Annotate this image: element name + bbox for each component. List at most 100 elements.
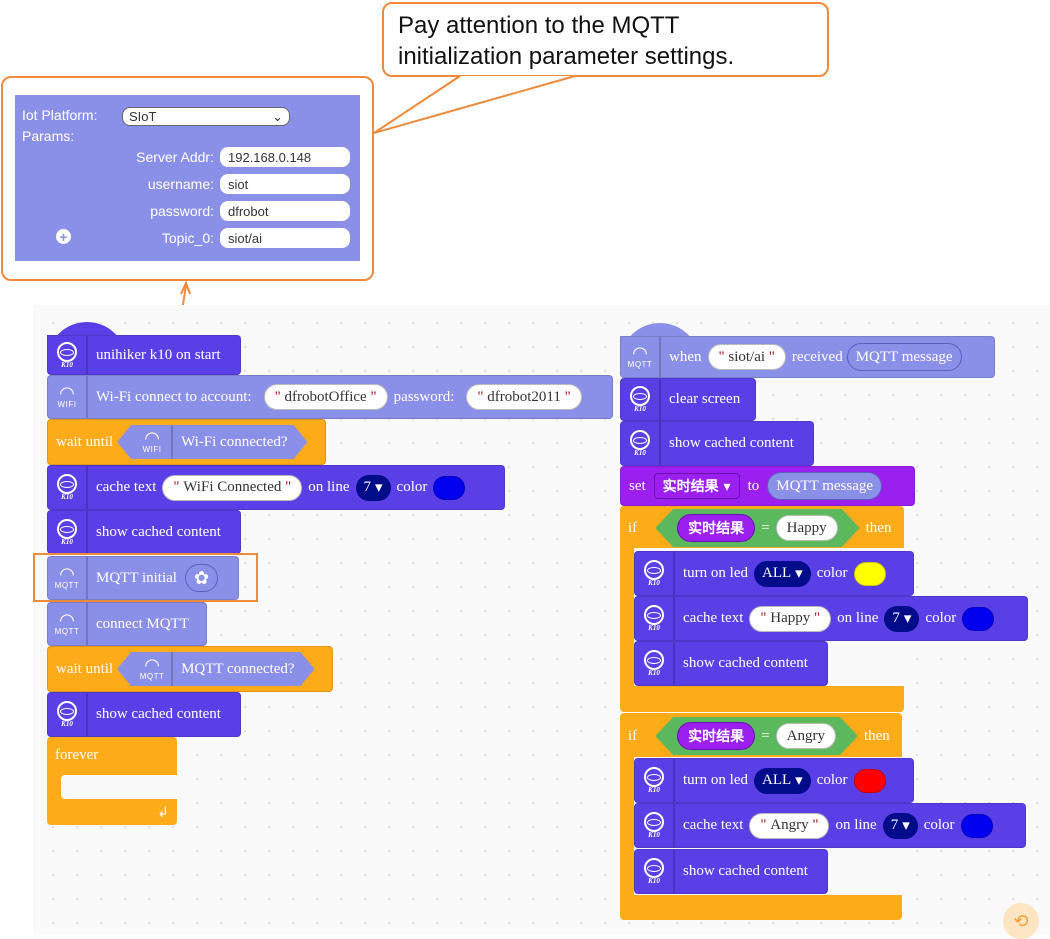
mqtt-initial-highlight <box>33 553 258 602</box>
show-cached-label: show cached content <box>96 706 221 722</box>
mqtt-message-reporter[interactable]: MQTT message <box>767 472 883 500</box>
on-line-label: on line <box>837 610 879 626</box>
server-addr-input[interactable]: 192.168.0.148 <box>220 147 350 167</box>
equals-condition[interactable]: 实时结果 = Happy <box>655 509 859 547</box>
compare-value-input[interactable]: Angry <box>776 723 836 749</box>
turn-on-led-block[interactable]: K10 turn on led ALL▾ color <box>634 551 914 596</box>
k10-icon: K10 <box>635 642 675 685</box>
set-variable-block[interactable]: set 实时结果 ▾ to MQTT message <box>620 466 915 506</box>
equals-condition[interactable]: 实时结果 = Angry <box>655 717 858 755</box>
if-angry-header: if 实时结果 = Angry then <box>620 714 890 758</box>
variable-reporter[interactable]: 实时结果 <box>677 514 755 542</box>
undo-icon: ⟲ <box>1013 910 1029 932</box>
mqtt-received-block[interactable]: ◠MQTT when " siot/ai " received MQTT mes… <box>620 336 995 378</box>
caret-down-icon: ▾ <box>723 479 731 495</box>
mqtt-initial-block[interactable]: ◠MQTT MQTT initial ✿ <box>47 556 239 600</box>
k10-icon: K10 <box>635 850 675 893</box>
platform-select[interactable]: SIoT⌄ <box>122 107 290 126</box>
wifi-connect-label: Wi-Fi connect to account: <box>96 388 252 405</box>
line-dropdown[interactable]: 7▾ <box>882 812 918 839</box>
clear-screen-block[interactable]: K10 clear screen <box>620 378 756 421</box>
cache-text-block[interactable]: K10 cache text " WiFi Connected " on lin… <box>47 465 505 510</box>
cache-text-input[interactable]: " WiFi Connected " <box>162 474 303 501</box>
platform-value: SIoT <box>129 109 157 124</box>
led-color-swatch[interactable] <box>853 561 886 586</box>
cache-text-label: cache text <box>683 610 744 626</box>
k10-icon: K10 <box>621 379 661 420</box>
variable-reporter[interactable]: 实时结果 <box>677 722 755 750</box>
password-input[interactable]: dfrobot <box>220 201 350 221</box>
text-color-swatch[interactable] <box>960 813 993 838</box>
text-color-swatch[interactable] <box>962 606 995 631</box>
cache-text-input[interactable]: " Angry " <box>749 812 830 839</box>
led-dropdown[interactable]: ALL▾ <box>754 767 811 794</box>
callout-text-line1: Pay attention to the MQTT <box>398 12 680 39</box>
wait-until-label: wait until <box>56 660 114 677</box>
if-happy-header: if 实时结果 = Happy then <box>620 506 891 550</box>
caret-down-icon: ▾ <box>902 818 910 834</box>
led-color-swatch[interactable] <box>853 768 886 793</box>
turn-on-led-block[interactable]: K10 turn on led ALL▾ color <box>634 758 914 803</box>
color-label: color <box>925 610 957 626</box>
show-cached-label: show cached content <box>683 655 808 671</box>
led-dropdown[interactable]: ALL▾ <box>754 560 811 587</box>
line-dropdown[interactable]: 7▾ <box>355 474 391 501</box>
plus-circle-icon[interactable]: + <box>56 229 71 244</box>
platform-label: Iot Platform: <box>22 107 98 123</box>
on-start-block[interactable]: K10 unihiker k10 on start <box>47 335 241 375</box>
equals-sign: = <box>761 727 770 744</box>
wifi-password-input[interactable]: " dfrobot2011 " <box>466 384 582 410</box>
variable-dropdown[interactable]: 实时结果 ▾ <box>653 473 740 499</box>
show-cached-block[interactable]: K10 show cached content <box>620 421 814 466</box>
k10-icon: K10 <box>635 597 675 640</box>
color-swatch[interactable] <box>433 475 466 500</box>
show-cached-block[interactable]: K10 show cached content <box>47 510 241 554</box>
server-addr-label: Server Addr: <box>136 149 214 165</box>
cache-text-block[interactable]: K10 cache text " Angry " on line 7▾ colo… <box>634 803 1026 848</box>
username-label: username: <box>147 176 214 192</box>
turn-on-led-label: turn on led <box>683 772 748 788</box>
mqtt-message-reporter[interactable]: MQTT message <box>846 343 962 371</box>
caret-down-icon: ▾ <box>795 566 803 582</box>
show-cached-block[interactable]: K10 show cached content <box>634 849 828 894</box>
password-label: password: <box>150 203 214 219</box>
cache-text-input[interactable]: " Happy " <box>749 605 832 632</box>
when-label: when <box>669 348 702 365</box>
turn-on-led-label: turn on led <box>683 565 748 581</box>
mqtt-icon: ◠MQTT <box>133 652 173 686</box>
topic0-input[interactable]: siot/ai <box>220 228 350 248</box>
wifi-connect-block[interactable]: ◠WIFI Wi-Fi connect to account: " dfrobo… <box>47 375 613 419</box>
k10-icon: K10 <box>635 804 675 847</box>
show-cached-block[interactable]: K10 show cached content <box>47 692 241 737</box>
color-label: color <box>816 772 848 788</box>
gear-icon: ✿ <box>193 567 210 589</box>
mqtt-settings-gear-button[interactable]: ✿ <box>184 564 219 592</box>
forever-block[interactable]: forever ↲ <box>47 737 177 825</box>
then-label: then <box>863 727 890 744</box>
k10-icon: K10 <box>48 466 88 509</box>
reset-view-button[interactable]: ⟲ <box>1003 903 1039 939</box>
show-cached-block[interactable]: K10 show cached content <box>634 641 828 686</box>
wifi-account-input[interactable]: " dfrobotOffice " <box>263 384 388 410</box>
cache-text-label: cache text <box>683 817 744 833</box>
on-line-label: on line <box>308 479 350 495</box>
k10-icon: K10 <box>635 759 675 802</box>
cache-text-block[interactable]: K10 cache text " Happy " on line 7▾ colo… <box>634 596 1028 641</box>
wait-until-label: wait until <box>56 433 114 450</box>
compare-value-input[interactable]: Happy <box>776 515 838 541</box>
forever-label: forever <box>55 747 99 763</box>
line-dropdown[interactable]: 7▾ <box>884 605 920 632</box>
mqtt-icon: ◠MQTT <box>621 337 661 377</box>
mqtt-icon: ◠MQTT <box>48 603 88 645</box>
username-input[interactable]: siot <box>220 174 350 194</box>
topic-input[interactable]: " siot/ai " <box>707 344 786 370</box>
caret-down-icon: ▾ <box>375 480 383 496</box>
forever-slot <box>61 775 177 799</box>
set-label: set <box>629 477 646 494</box>
connect-mqtt-block[interactable]: ◠MQTT connect MQTT <box>47 602 207 646</box>
k10-icon: K10 <box>48 511 88 553</box>
